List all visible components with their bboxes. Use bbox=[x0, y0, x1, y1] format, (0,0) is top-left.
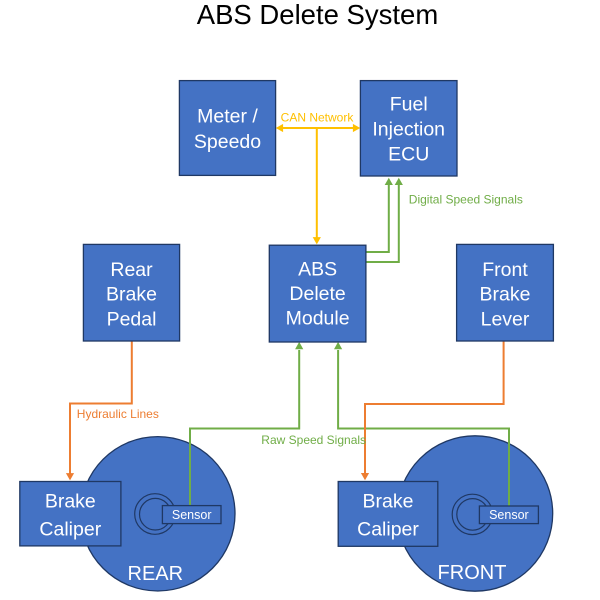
svg-text:Raw Speed Signals: Raw Speed Signals bbox=[261, 433, 366, 447]
svg-text:Brake: Brake bbox=[106, 284, 157, 306]
svg-text:Sensor: Sensor bbox=[489, 508, 529, 522]
svg-text:Injection: Injection bbox=[372, 119, 445, 141]
svg-text:Meter /: Meter / bbox=[197, 106, 258, 128]
svg-text:Fuel: Fuel bbox=[390, 94, 428, 116]
svg-text:Pedal: Pedal bbox=[107, 309, 157, 331]
svg-text:Brake: Brake bbox=[480, 284, 531, 306]
svg-text:Rear: Rear bbox=[110, 259, 153, 281]
svg-text:FRONT: FRONT bbox=[438, 562, 507, 584]
svg-text:ECU: ECU bbox=[388, 144, 429, 166]
svg-text:Front: Front bbox=[482, 259, 528, 281]
svg-text:Brake: Brake bbox=[45, 491, 96, 513]
svg-text:Module: Module bbox=[286, 308, 350, 330]
svg-text:Hydraulic Lines: Hydraulic Lines bbox=[77, 407, 159, 421]
svg-text:ABS: ABS bbox=[298, 259, 337, 281]
svg-text:Speedo: Speedo bbox=[194, 131, 261, 153]
svg-text:Digital Speed Signals: Digital Speed Signals bbox=[409, 193, 523, 207]
svg-text:CAN Network: CAN Network bbox=[281, 111, 355, 125]
svg-text:Sensor: Sensor bbox=[172, 508, 212, 522]
svg-text:Delete: Delete bbox=[289, 283, 345, 305]
svg-text:Caliper: Caliper bbox=[357, 519, 419, 541]
svg-text:Brake: Brake bbox=[363, 491, 414, 513]
svg-text:ABS Delete System: ABS Delete System bbox=[197, 0, 438, 30]
svg-text:Lever: Lever bbox=[481, 309, 530, 331]
svg-text:Caliper: Caliper bbox=[39, 519, 101, 541]
svg-text:REAR: REAR bbox=[128, 563, 184, 585]
